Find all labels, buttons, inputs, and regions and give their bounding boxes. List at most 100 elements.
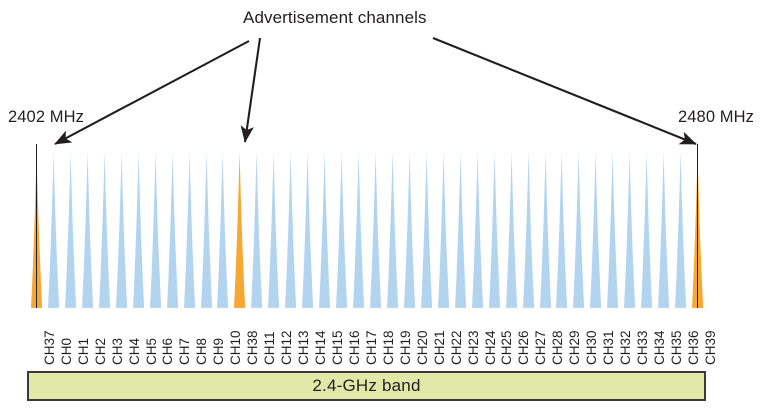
channel-spike-ch3 [98, 152, 110, 308]
band-label: 2.4-GHz band [312, 376, 421, 395]
spike-shape-icon [573, 152, 585, 308]
channel-label-ch21: CH21 [431, 330, 447, 365]
channel-spike-ch15 [319, 152, 331, 308]
channel-spike-ch39 [692, 144, 704, 308]
channel-label-ch13: CH13 [296, 330, 312, 365]
channel-label-ch10: CH10 [228, 330, 244, 365]
channel-spike-ch26 [505, 152, 517, 308]
channel-spike-ch22 [437, 152, 449, 308]
channel-label-ch23: CH23 [465, 330, 481, 365]
channel-spike-ch21 [420, 152, 433, 308]
spike-shape-icon [590, 152, 602, 308]
channel-spike-ch35 [658, 152, 670, 308]
spike-shape-icon [488, 152, 500, 308]
spike-shape-icon [420, 152, 433, 308]
frequency-high-label: 2480 MHz [678, 108, 755, 126]
frequency-marker-line-ch37 [35, 144, 38, 308]
spike-shape-icon [64, 152, 77, 308]
channel-label-ch8: CH8 [194, 337, 210, 365]
channel-label-ch14: CH14 [313, 330, 328, 365]
spike-shape-icon [471, 152, 483, 308]
channel-spike-ch24 [471, 152, 483, 308]
channel-label-ch36: CH36 [685, 330, 701, 365]
channel-spike-ch29 [556, 152, 568, 308]
channel-spike-ch17 [353, 152, 365, 308]
channel-label-ch22: CH22 [448, 330, 464, 365]
channel-label-ch9: CH9 [211, 337, 227, 365]
spike-shape-icon [505, 152, 517, 308]
spike-shape-icon [522, 152, 534, 308]
channel-label-ch38: CH38 [245, 330, 261, 365]
advertisement-channels-title: Advertisement channels [243, 8, 427, 27]
channel-spike-ch14 [302, 152, 314, 308]
channel-label-ch17: CH17 [363, 330, 379, 365]
frequency-marker-line-ch39 [696, 144, 699, 308]
channel-label-ch3: CH3 [109, 337, 125, 365]
channel-label-ch32: CH32 [618, 330, 634, 365]
spike-shape-icon [302, 152, 314, 308]
channel-spike-ch27 [522, 152, 534, 308]
spike-shape-icon [675, 152, 687, 308]
channel-label-ch1: CH1 [75, 337, 91, 365]
channel-spike-ch37 [31, 144, 43, 308]
spike-shape-icon [437, 152, 449, 308]
channel-label-ch26: CH26 [516, 330, 532, 365]
spike-shape-icon [166, 152, 178, 308]
spike-shape-icon [454, 152, 466, 308]
band-box: 2.4-GHz band [27, 371, 706, 401]
channel-spike-ch32 [607, 152, 619, 308]
channel-spike-ch12 [268, 152, 280, 308]
channel-spike-ch31 [590, 152, 602, 308]
spike-shape-icon [539, 152, 551, 308]
channel-spike-ch2 [81, 152, 94, 308]
channel-spike-ch10 [217, 152, 229, 308]
channel-label-ch6: CH6 [160, 337, 176, 365]
spike-shape-icon [353, 152, 365, 308]
channel-label-ch35: CH35 [668, 330, 684, 365]
channel-spike-ch30 [573, 152, 585, 308]
channel-spike-ch33 [624, 152, 636, 308]
channel-label-ch5: CH5 [143, 337, 159, 365]
channel-spike-ch19 [386, 152, 399, 308]
channel-spike-ch11 [251, 152, 263, 308]
spike-shape-icon [624, 152, 636, 308]
channel-spike-ch25 [488, 152, 500, 308]
channel-spike-ch7 [166, 152, 178, 308]
channel-spike-ch5 [132, 152, 144, 308]
channel-label-ch19: CH19 [397, 330, 413, 365]
spike-shape-icon [132, 152, 144, 308]
channel-label-ch31: CH31 [601, 330, 617, 365]
spike-shape-icon [149, 152, 161, 308]
channel-label-ch11: CH11 [262, 331, 278, 365]
spike-shape-icon [607, 152, 619, 308]
spike-shape-icon [336, 152, 348, 308]
channel-label-ch27: CH27 [533, 330, 549, 365]
channel-label-ch37: CH37 [41, 330, 57, 365]
spike-shape-icon [641, 152, 653, 308]
channel-label-ch25: CH25 [499, 330, 515, 365]
channel-spike-ch16 [336, 152, 348, 308]
channel-spike-ch9 [200, 152, 212, 308]
channel-spike-ch34 [641, 152, 653, 308]
spike-shape-icon [386, 152, 399, 308]
channel-spike-ch20 [403, 152, 416, 308]
channel-spike-ch36 [675, 152, 687, 308]
channel-spike-ch23 [454, 152, 466, 308]
spike-shape-icon [268, 152, 280, 308]
channel-label-ch2: CH2 [92, 337, 108, 365]
channel-spike-ch0 [47, 152, 60, 308]
spike-shape-icon [556, 152, 568, 308]
channel-label-ch34: CH34 [652, 330, 667, 365]
spike-shape-icon [234, 152, 246, 308]
spike-shape-icon [319, 152, 331, 308]
spike-shape-icon [403, 152, 416, 308]
channel-spike-ch4 [115, 152, 127, 308]
channel-label-ch28: CH28 [550, 330, 566, 365]
channel-label-ch16: CH16 [346, 330, 362, 365]
channel-label-ch33: CH33 [635, 330, 651, 365]
spike-shape-icon [81, 152, 94, 308]
channel-label-ch18: CH18 [380, 330, 396, 365]
channel-label-ch4: CH4 [126, 337, 142, 365]
